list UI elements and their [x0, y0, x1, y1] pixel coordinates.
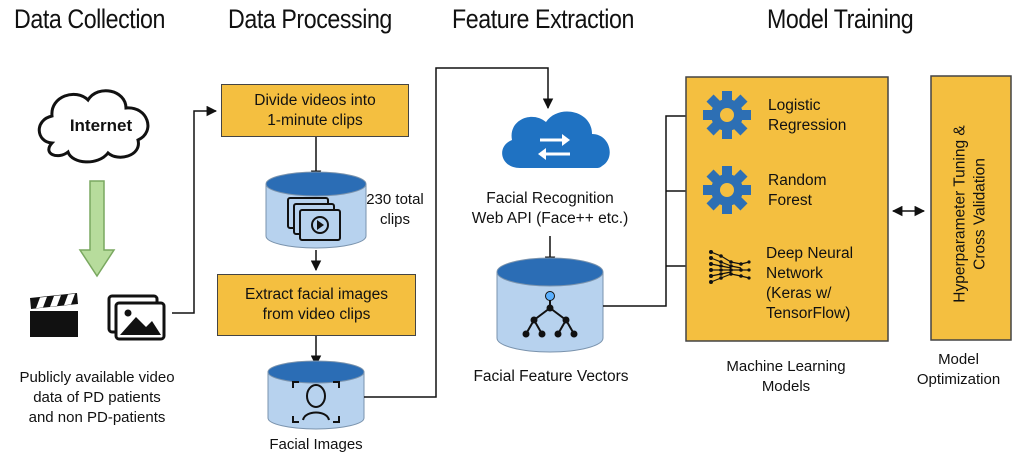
api-label: Facial Recognition Web API (Face++ etc.) — [460, 189, 640, 229]
face-scan-icon — [292, 381, 340, 423]
network-tree-icon — [522, 291, 578, 338]
ml-models-caption: Machine Learning Models — [706, 357, 866, 397]
model-label-line: TensorFlow) — [766, 305, 851, 322]
tuning-text-line: Cross Validation — [972, 158, 990, 270]
extract-facial-images-box: Extract facial images from video clips — [217, 274, 416, 336]
model-label-line: Regression — [768, 117, 847, 134]
clips-count-label: 230 total clips — [360, 190, 430, 230]
optimization-caption-line: Optimization — [916, 371, 1001, 388]
internet-cloud-icon — [37, 89, 150, 164]
collection-caption-line: data of PD patients — [33, 389, 161, 406]
extract-box-line: from video clips — [262, 306, 371, 323]
divide-box-line: Divide videos into — [254, 91, 376, 109]
model-label-line: Network — [766, 265, 823, 282]
stage-title-feature-extraction: Feature Extraction — [452, 4, 634, 34]
feature-vectors-label: Facial Feature Vectors — [473, 368, 629, 385]
collection-caption-line: Publicly available video — [19, 369, 175, 386]
model-label-line: Forest — [768, 192, 812, 209]
flow-arrow-to-divide — [172, 105, 218, 314]
stage-title-data-collection: Data Collection — [14, 4, 166, 34]
tuning-text: Hyperparameter Tuning & Cross Validation — [931, 82, 1011, 346]
tuning-text-line: Hyperparameter Tuning & — [952, 125, 970, 303]
model-optimization-caption: Model Optimization — [906, 350, 1011, 390]
clips-count-line: 230 total — [366, 191, 424, 208]
internet-label: Internet — [69, 116, 133, 135]
optimization-caption-line: Model — [938, 351, 979, 368]
tuning-box — [930, 75, 1012, 341]
api-label-line: Web API (Face++ etc.) — [471, 210, 629, 227]
clapperboard-icon — [30, 293, 78, 337]
logistic-regression-label: Logistic Regression — [768, 96, 846, 136]
flow-arrow-to-api — [364, 67, 554, 398]
divide-box-line: 1-minute clips — [267, 111, 363, 129]
green-down-arrow-icon — [78, 180, 116, 278]
deep-neural-network-label: Deep Neural Network (Keras w/ TensorFlow… — [766, 244, 853, 324]
tuning-text-rotated: Hyperparameter Tuning & Cross Validation — [951, 125, 991, 302]
images-icon — [107, 294, 166, 341]
stage-title-data-processing: Data Processing — [228, 4, 392, 34]
model-label-line: Logistic — [768, 97, 821, 114]
ml-caption-line: Machine Learning — [726, 358, 846, 375]
neural-network-icon — [709, 250, 751, 284]
api-label-line: Facial Recognition — [486, 190, 614, 207]
collection-caption-line: and non PD-patients — [28, 409, 166, 426]
model-label-line: Deep Neural — [766, 245, 854, 262]
extract-box-line: Extract facial images — [245, 286, 388, 303]
divide-videos-box: Divide videos into 1-minute clips — [221, 84, 409, 137]
video-clips-icon — [287, 197, 341, 241]
clips-count-line: clips — [379, 211, 410, 228]
ml-caption-line: Models — [761, 378, 811, 395]
facial-images-cylinder — [267, 360, 365, 430]
gear-icon — [703, 166, 751, 214]
stage-title-model-training: Model Training — [767, 4, 914, 34]
gear-icon — [703, 91, 751, 139]
model-label-line: Random — [768, 172, 827, 189]
model-label-line: (Keras w/ — [766, 285, 832, 302]
random-forest-label: Random Forest — [768, 171, 827, 211]
cloud-api-icon — [502, 111, 610, 168]
collection-caption: Publicly available video data of PD pati… — [0, 368, 194, 428]
facial-images-label: Facial Images — [269, 436, 363, 453]
